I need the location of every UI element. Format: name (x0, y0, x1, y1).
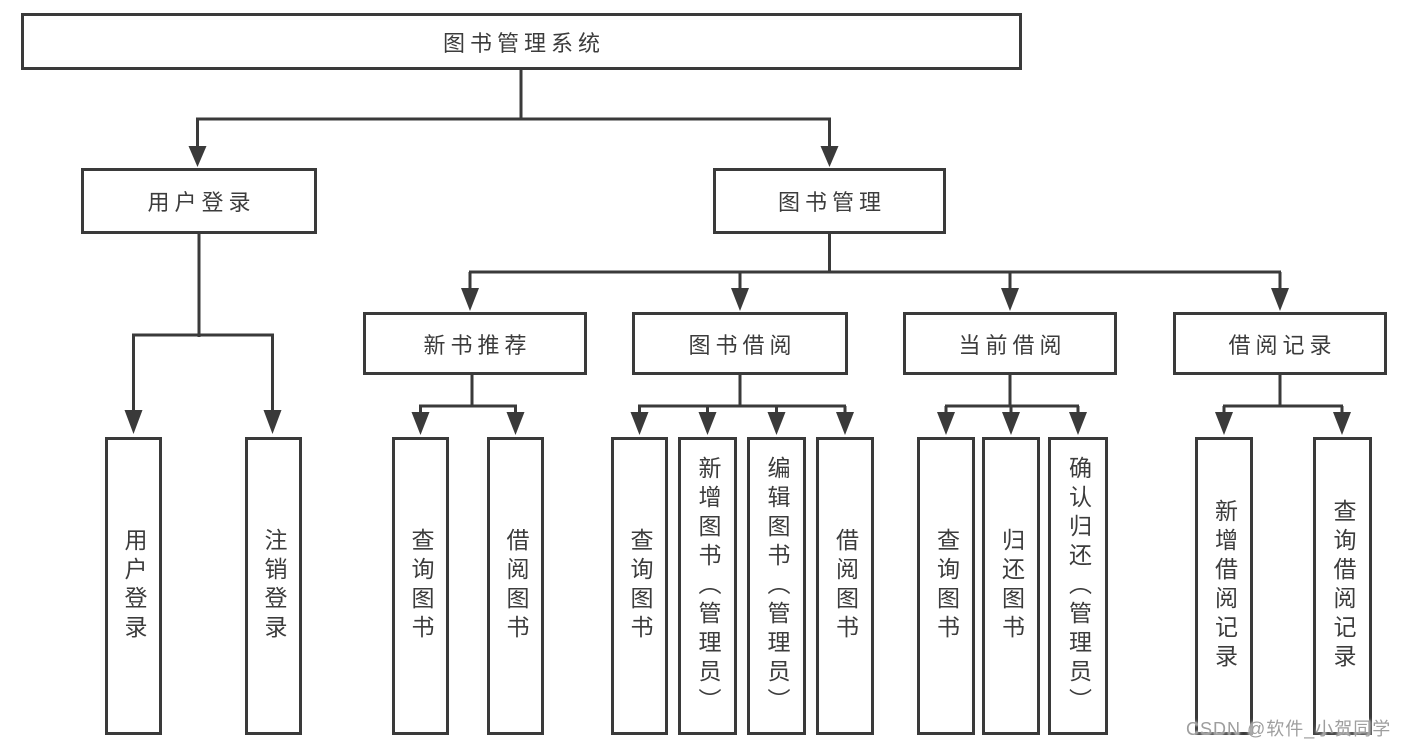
leaf-bb-query-book: 查询图书 (611, 437, 668, 735)
node-book-management: 图书管理 (713, 168, 946, 234)
leaf-bb-edit-book: 编辑图书（管理员） (747, 437, 806, 735)
node-current-borrow: 当前借阅 (903, 312, 1117, 375)
leaf-user-login: 用户登录 (105, 437, 162, 735)
leaf-nbr-borrow-book: 借阅图书 (487, 437, 544, 735)
leaf-nbr-query-book: 查询图书 (392, 437, 449, 735)
leaf-br-add-record: 新增借阅记录 (1195, 437, 1253, 735)
leaf-logout: 注销登录 (245, 437, 302, 735)
leaf-br-query-record: 查询借阅记录 (1313, 437, 1372, 735)
node-borrow-record: 借阅记录 (1173, 312, 1387, 375)
leaf-cb-confirm-return: 确认归还（管理员） (1048, 437, 1108, 735)
node-book-borrow: 图书借阅 (632, 312, 848, 375)
leaf-cb-query-book: 查询图书 (917, 437, 975, 735)
node-new-book-recommend: 新书推荐 (363, 312, 587, 375)
node-root: 图书管理系统 (21, 13, 1022, 70)
leaf-cb-return-book: 归还图书 (982, 437, 1040, 735)
leaf-bb-add-book: 新增图书（管理员） (678, 437, 737, 735)
leaf-bb-borrow-book: 借阅图书 (816, 437, 874, 735)
watermark: CSDN @软件_小贺同学 (1186, 719, 1392, 739)
node-user-login: 用户登录 (81, 168, 317, 234)
